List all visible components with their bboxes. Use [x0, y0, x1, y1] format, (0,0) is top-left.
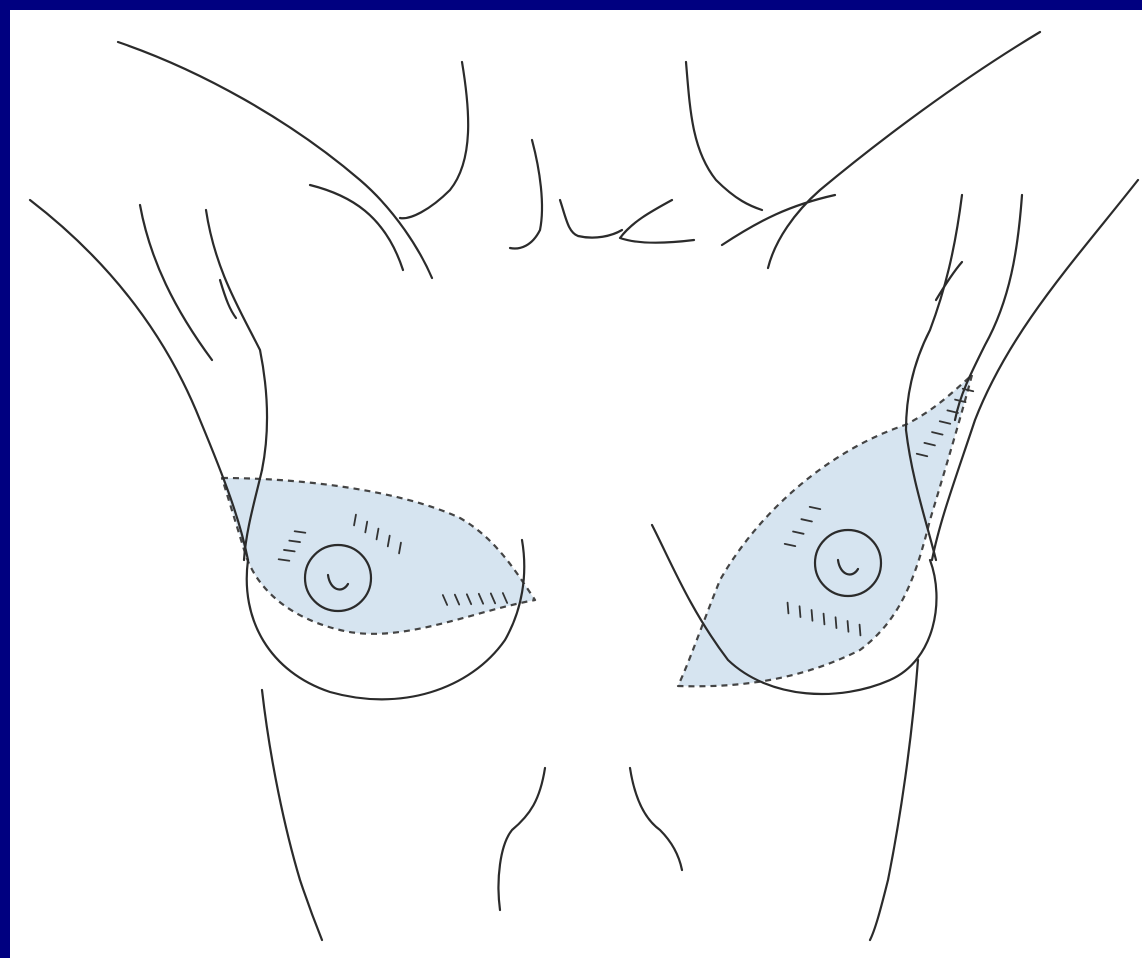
right-axilla-line — [206, 210, 267, 470]
diagram-panel — [10, 10, 1142, 958]
right-neck-line — [400, 62, 468, 218]
left-abdomen-line — [630, 768, 682, 870]
sternal-mark-3 — [620, 200, 694, 243]
right-arm-inner — [140, 205, 212, 360]
left-suture-lower-tick — [812, 610, 813, 621]
left-shoulder-line — [768, 32, 1040, 268]
left-suture-lower-tick — [848, 621, 849, 632]
left-suture-lower-tick — [860, 625, 861, 636]
sternal-mark-1 — [510, 140, 542, 248]
sternal-mark-2 — [560, 200, 622, 238]
right-clavicle — [310, 185, 403, 270]
left-clavicle — [722, 195, 835, 245]
left-neck-line — [686, 62, 762, 210]
right-excision-region — [222, 478, 535, 634]
left-suture-lower-tick — [800, 606, 801, 617]
right-flank-line — [262, 690, 322, 940]
right-shoulder-line — [118, 42, 432, 278]
left-suture-lower-tick — [824, 614, 825, 625]
left-flank-line — [870, 660, 918, 940]
left-suture-lower-tick — [788, 603, 789, 614]
left-arm-inner — [955, 195, 1022, 420]
left-arm-outer — [932, 180, 1138, 560]
left-suture-lower-tick — [836, 617, 837, 628]
breast-excision-diagram — [10, 10, 1142, 958]
right-abdomen-line — [499, 768, 546, 910]
